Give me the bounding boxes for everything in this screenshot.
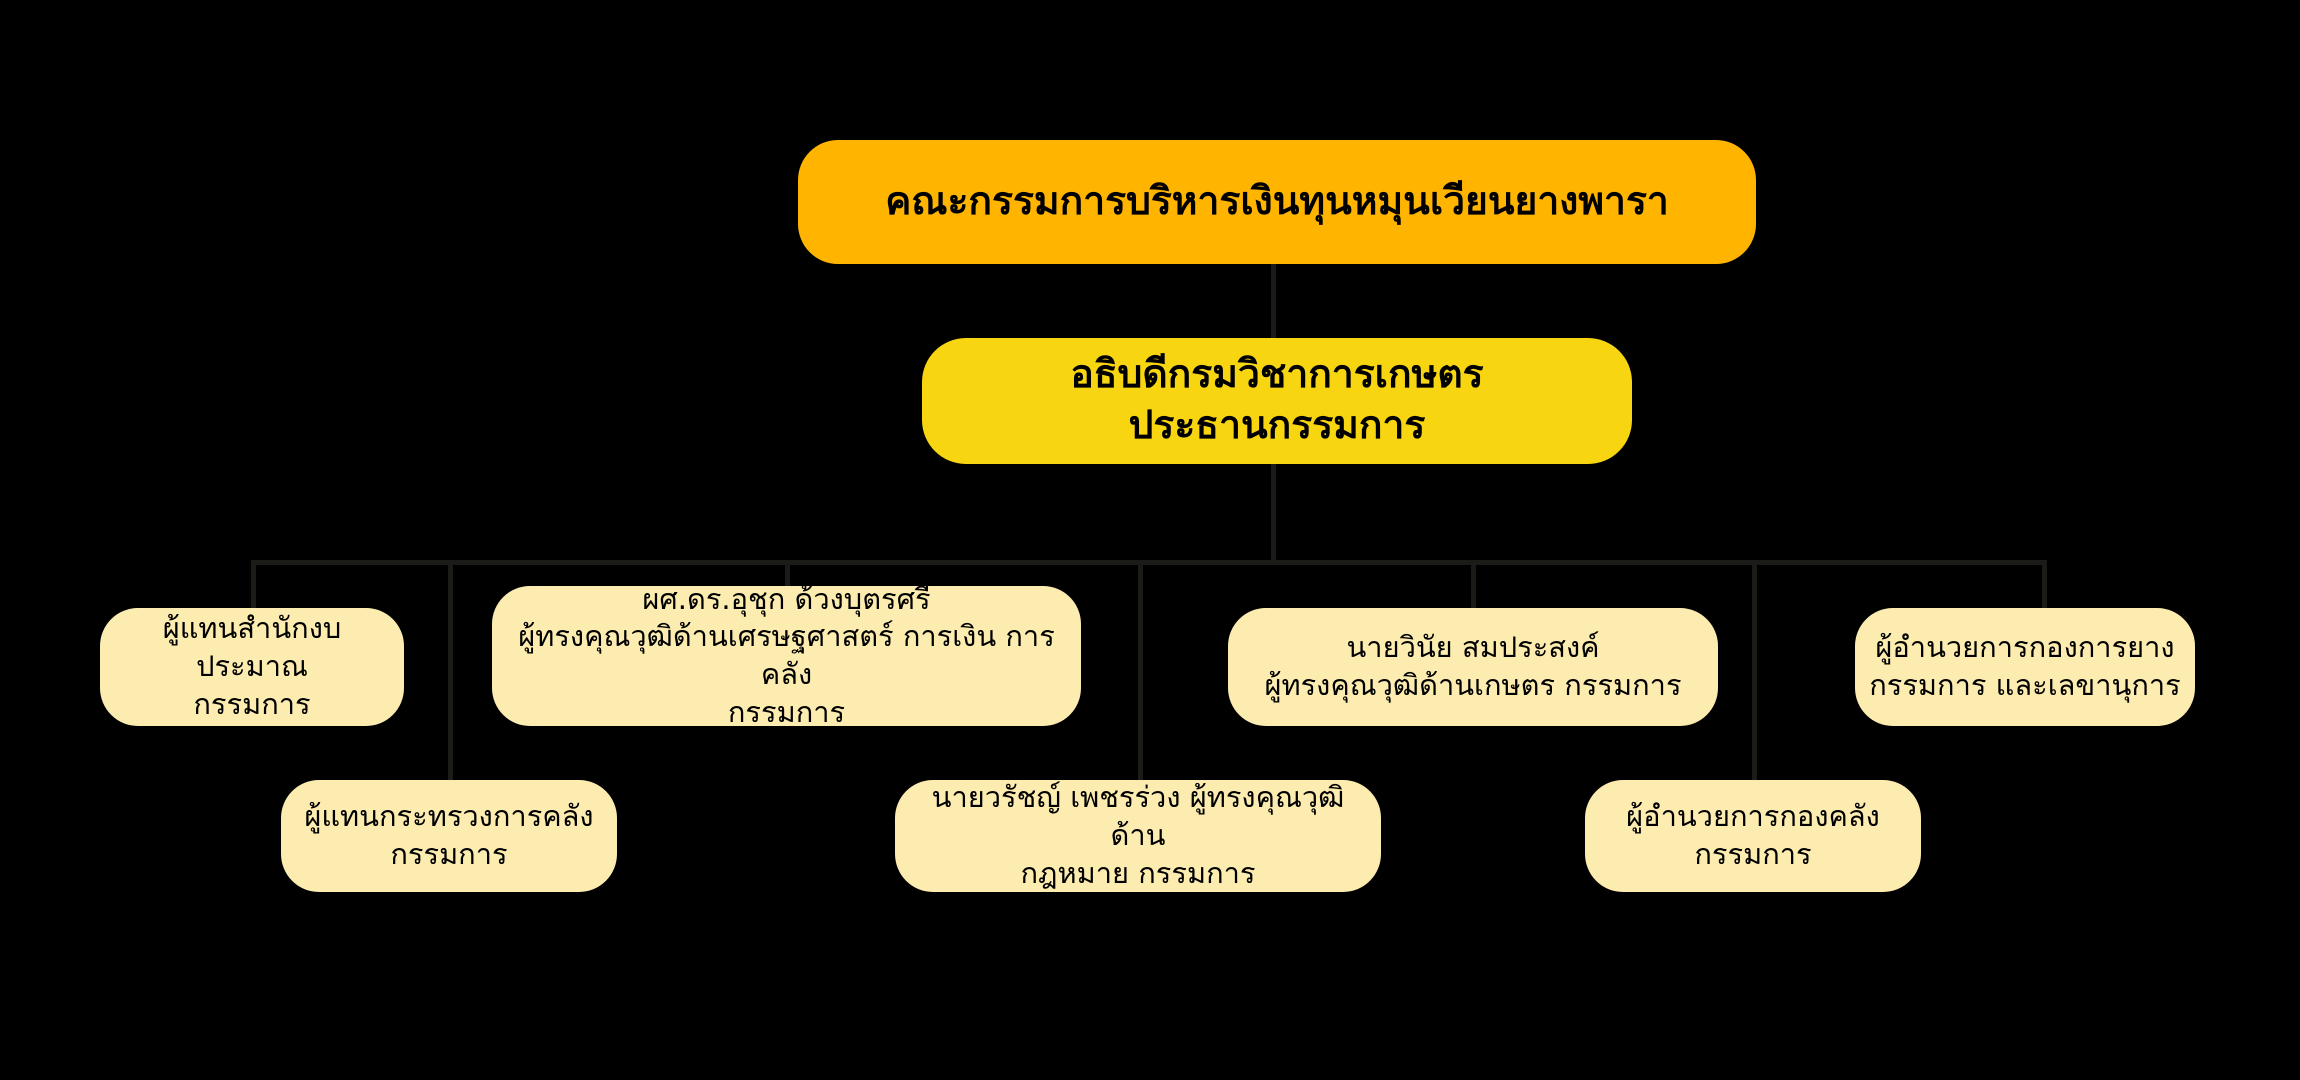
- connector-drop-agriculture-expert: [1471, 560, 1476, 610]
- node-root-committee[interactable]: คณะกรรมการบริหารเงินทุนหมุนเวียนยางพารา: [798, 140, 1756, 264]
- connector-drop-finance-ministry: [448, 560, 453, 782]
- connector-drop-rubber-division: [2042, 560, 2047, 610]
- node-member-finance-ministry[interactable]: ผู้แทนกระทรวงการคลัง กรรมการ: [281, 780, 617, 892]
- connector-drop-law-expert: [1138, 560, 1143, 782]
- node-member-law-expert[interactable]: นายวรัชญ์ เพชรร่วง ผู้ทรงคุณวุฒิด้าน กฎห…: [895, 780, 1381, 892]
- node-member-rubber-division[interactable]: ผู้อำนวยการกองการยาง กรรมการ และเลขานุกา…: [1855, 608, 2195, 726]
- connector-horizontal-bus: [251, 560, 2047, 565]
- connector-drop-budget-office: [251, 560, 256, 610]
- node-chairman[interactable]: อธิบดีกรมวิชาการเกษตร ประธานกรรมการ: [922, 338, 1632, 464]
- connector-chair-to-bus: [1271, 462, 1276, 564]
- connector-drop-treasury-division: [1752, 560, 1757, 782]
- connector-root-to-chair: [1271, 264, 1276, 342]
- connector-drop-economics-expert: [785, 560, 790, 588]
- node-member-treasury-division[interactable]: ผู้อำนวยการกองคลัง กรรมการ: [1585, 780, 1921, 892]
- node-member-agriculture-expert[interactable]: นายวินัย สมประสงค์ ผู้ทรงคุณวุฒิด้านเกษต…: [1228, 608, 1718, 726]
- node-member-budget-office[interactable]: ผู้แทนสำนักงบประมาณ กรรมการ: [100, 608, 404, 726]
- node-member-economics-expert[interactable]: ผศ.ดร.อุชุก ด้วงบุตรศรี ผู้ทรงคุณวุฒิด้า…: [492, 582, 1081, 729]
